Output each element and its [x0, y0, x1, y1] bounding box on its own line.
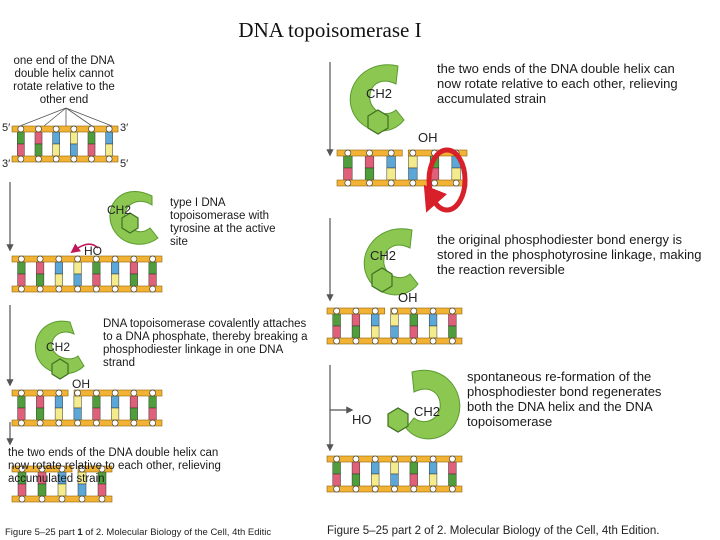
right-step3-label: spontaneous re-formation of the phosphod…: [467, 369, 662, 429]
dna-end-3prime-bottom: 3′: [2, 158, 11, 170]
enzyme-left-step2: [70, 190, 159, 254]
oh-label-1: OH: [72, 377, 90, 391]
ch2-label-4: CH2: [370, 248, 397, 263]
dna-end-5prime-top: 5′: [2, 122, 11, 134]
left-step3-label: DNA topoisomerase covalently attaches to…: [103, 318, 308, 369]
enzyme-right-step1: [349, 64, 405, 135]
ch2-label-3: CH2: [366, 86, 393, 101]
left-step1-label: one end of the DNA double helix cannot r…: [13, 55, 115, 106]
ch2-label-2: CH2: [46, 340, 71, 354]
ch2-label-1: CH2: [107, 203, 132, 217]
left-step2-label: type I DNA topoisomerase with tyrosine a…: [170, 197, 276, 248]
dna-ladder-right-3: [326, 455, 463, 493]
dna-end-5prime-bottom: 5′: [120, 158, 129, 170]
slide-title: DNA topoisomerase I: [238, 18, 422, 42]
twist-arrow-icon: [423, 147, 468, 213]
caption-part-1-prefix: Figure 5–25 part: [5, 527, 78, 538]
ho-label-2: HO: [352, 412, 372, 427]
dna-ladder-left-3: [11, 389, 163, 427]
caption-part-1: Figure 5–25 part 1 of 2. Molecular Biolo…: [5, 527, 271, 538]
caption-part-1-number: 1: [77, 527, 83, 538]
oh-label-2: OH: [418, 130, 438, 145]
dna-ladder-right-1: [336, 149, 468, 187]
caption-part-1-suffix: of 2. Molecular Biology of the Cell, 4th…: [82, 527, 272, 538]
dna-ladder-right-2: [326, 307, 463, 345]
ch2-label-5: CH2: [414, 404, 441, 419]
dna-ladder-left-2: [11, 255, 163, 293]
dna-layer: [11, 125, 468, 503]
dna-ladder-left-1: [11, 125, 119, 163]
enzyme-left-step3: [35, 320, 85, 380]
dna-end-3prime-top: 3′: [120, 122, 129, 134]
caption-part-2: Figure 5–25 part 2 of 2. Molecular Biolo…: [327, 525, 660, 537]
pointer-lines: [19, 107, 113, 127]
oh-label-3: OH: [398, 290, 418, 305]
enzyme-right-step3: [387, 369, 461, 440]
flow-arrow-right-3: [329, 365, 354, 414]
enzyme-right-step2: [363, 228, 419, 296]
right-step1-label: the two ends of the DNA double helix can…: [437, 61, 678, 106]
dna-ladder-left-4: [11, 465, 113, 503]
right-step2-label: the original phosphodiester bond energy …: [437, 232, 702, 277]
left-step4-label: the two ends of the DNA double helix can…: [8, 447, 221, 485]
ho-label-1: HO: [84, 244, 102, 258]
